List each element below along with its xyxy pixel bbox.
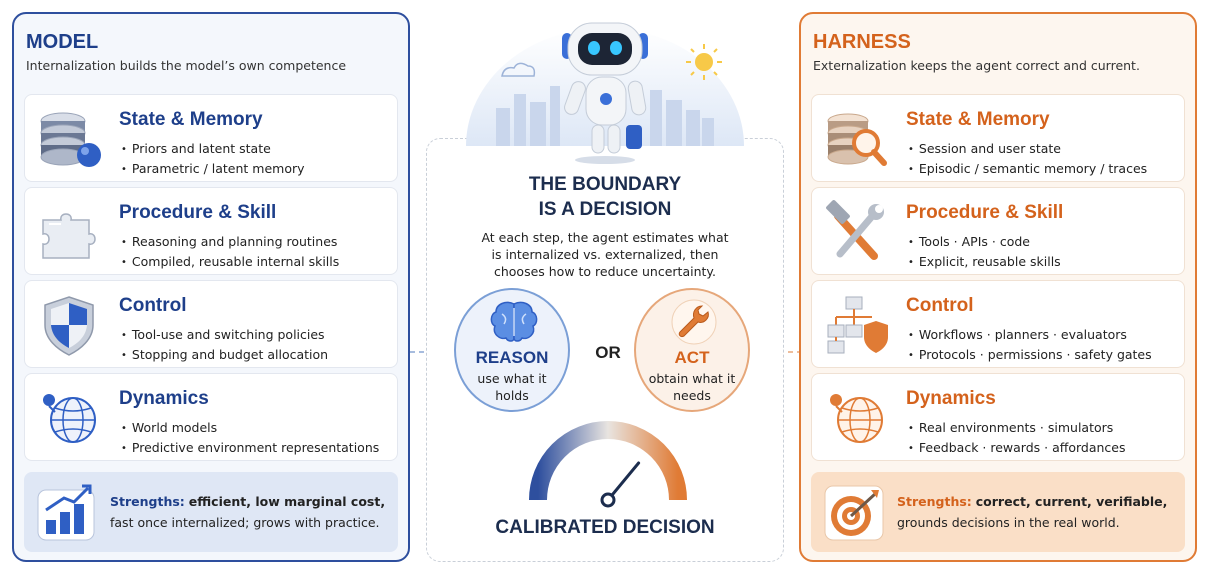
globe-pin-icon [830, 394, 883, 443]
globe-icon [43, 394, 96, 443]
desc-line3: chooses how to reduce uncertainty. [493, 264, 716, 279]
card-bullets: Priors and latent state Parametric / lat… [121, 139, 305, 179]
card-title: Procedure & Skill [119, 202, 277, 223]
boundary-title-line1: THE BOUNDARY [528, 174, 682, 195]
bullet: Parametric / latent memory [121, 159, 305, 179]
bullet: Predictive environment representations [121, 438, 379, 458]
card-bullets: Workflows · planners · evaluators Protoc… [908, 325, 1152, 365]
harness-card-dynamics: Dynamics Real environments · simulators … [811, 373, 1185, 461]
database-magnifier-icon [827, 113, 887, 166]
card-title: State & Memory [906, 109, 1050, 130]
flowchart-shield-icon [827, 296, 888, 354]
or-label: OR [595, 343, 621, 362]
card-bullets: Tools · APIs · code Explicit, reusable s… [908, 232, 1061, 272]
puzzle-piece-icon [42, 213, 96, 259]
model-title: MODEL [26, 31, 99, 53]
card-bullets: Session and user state Episodic / semant… [908, 139, 1147, 179]
bullet: Session and user state [908, 139, 1147, 159]
bullet: Protocols · permissions · safety gates [908, 345, 1152, 365]
act-label: ACT [674, 348, 710, 367]
strength-rest: grounds decisions in the real world. [897, 515, 1120, 530]
card-bullets: Real environments · simulators Feedback … [908, 418, 1126, 458]
shield-icon [44, 296, 94, 356]
reason-sub-line2: holds [495, 388, 529, 403]
bullet: Episodic / semantic memory / traces [908, 159, 1147, 179]
act-sub-line2: needs [673, 388, 711, 403]
card-title: Control [119, 295, 187, 316]
model-card-dynamics: Dynamics World models Predictive environ… [24, 373, 398, 461]
reason-sub: use what it holds [462, 370, 562, 404]
bullet: Workflows · planners · evaluators [908, 325, 1152, 345]
bullet: Explicit, reusable skills [908, 252, 1061, 272]
harness-subtitle: Externalization keeps the agent correct … [813, 58, 1140, 73]
card-bullets: Reasoning and planning routines Compiled… [121, 232, 339, 272]
strength-bold: correct, current, verifiable, [975, 494, 1168, 509]
boundary-title-line2: IS A DECISION [538, 199, 672, 220]
bullet: Real environments · simulators [908, 418, 1126, 438]
calibrated-decision-label: CALIBRATED DECISION [495, 517, 715, 538]
reason-sub-line1: use what it [477, 371, 547, 386]
model-card-procedure-skill: Procedure & Skill Reasoning and planning… [24, 187, 398, 275]
target-arrow-icon [824, 485, 884, 541]
model-card-state-memory: State & Memory Priors and latent state P… [24, 94, 398, 182]
bar-chart-growth-icon [37, 484, 95, 541]
bullet: Tools · APIs · code [908, 232, 1061, 252]
card-title: State & Memory [119, 109, 263, 130]
calibration-gauge [529, 421, 687, 508]
model-card-control: Control Tool-use and switching policies … [24, 280, 398, 368]
bullet: Compiled, reusable internal skills [121, 252, 339, 272]
strength-text: Strengths: efficient, low marginal cost,… [110, 491, 385, 533]
card-title: Dynamics [906, 388, 996, 409]
boundary-title: THE BOUNDARY IS A DECISION [426, 172, 784, 222]
act-option: ACT obtain what it needs [634, 288, 750, 412]
bullet: Priors and latent state [121, 139, 305, 159]
act-sub: obtain what it needs [642, 370, 742, 404]
model-strengths: Strengths: efficient, low marginal cost,… [24, 472, 398, 552]
bullet: Tool-use and switching policies [121, 325, 328, 345]
harness-strengths: Strengths: correct, current, verifiable,… [811, 472, 1185, 552]
robot-mascot-icon [562, 22, 648, 164]
brain-icon [490, 301, 538, 342]
card-title: Control [906, 295, 974, 316]
bullet: Stopping and budget allocation [121, 345, 328, 365]
reason-option: REASON use what it holds [454, 288, 570, 412]
harness-title: HARNESS [813, 31, 911, 53]
harness-card-procedure-skill: Procedure & Skill Tools · APIs · code Ex… [811, 187, 1185, 275]
strength-label: Strengths: [897, 494, 972, 509]
bullet: Reasoning and planning routines [121, 232, 339, 252]
desc-line1: At each step, the agent estimates what [481, 230, 729, 245]
sun-icon [686, 44, 722, 80]
bullet: Feedback · rewards · affordances [908, 438, 1126, 458]
model-panel: MODEL Internalization builds the model’s… [12, 12, 410, 562]
strength-label: Strengths: [110, 494, 185, 509]
strength-bold: efficient, low marginal cost, [188, 494, 386, 509]
database-sphere-icon [40, 112, 101, 167]
strength-text: Strengths: correct, current, verifiable,… [897, 491, 1167, 533]
act-sub-line1: obtain what it [648, 371, 736, 386]
card-title: Procedure & Skill [906, 202, 1064, 223]
card-bullets: World models Predictive environment repr… [121, 418, 379, 458]
card-title: Dynamics [119, 388, 209, 409]
harness-card-state-memory: State & Memory Session and user state Ep… [811, 94, 1185, 182]
model-subtitle: Internalization builds the model’s own c… [26, 58, 347, 73]
desc-line2: is internalized vs. externalized, then [491, 247, 719, 262]
bullet: World models [121, 418, 379, 438]
strength-rest: fast once internalized; grows with pract… [110, 515, 380, 530]
wrench-icon [671, 299, 717, 345]
reason-label: REASON [475, 348, 549, 367]
card-bullets: Tool-use and switching policies Stopping… [121, 325, 328, 365]
harness-card-control: Control Workflows · planners · evaluator… [811, 280, 1185, 368]
gauge-needle [606, 461, 641, 502]
boundary-description: At each step, the agent estimates what i… [426, 229, 784, 280]
harness-panel: HARNESS Externalization keeps the agent … [799, 12, 1197, 562]
hammer-wrench-icon [826, 200, 884, 260]
